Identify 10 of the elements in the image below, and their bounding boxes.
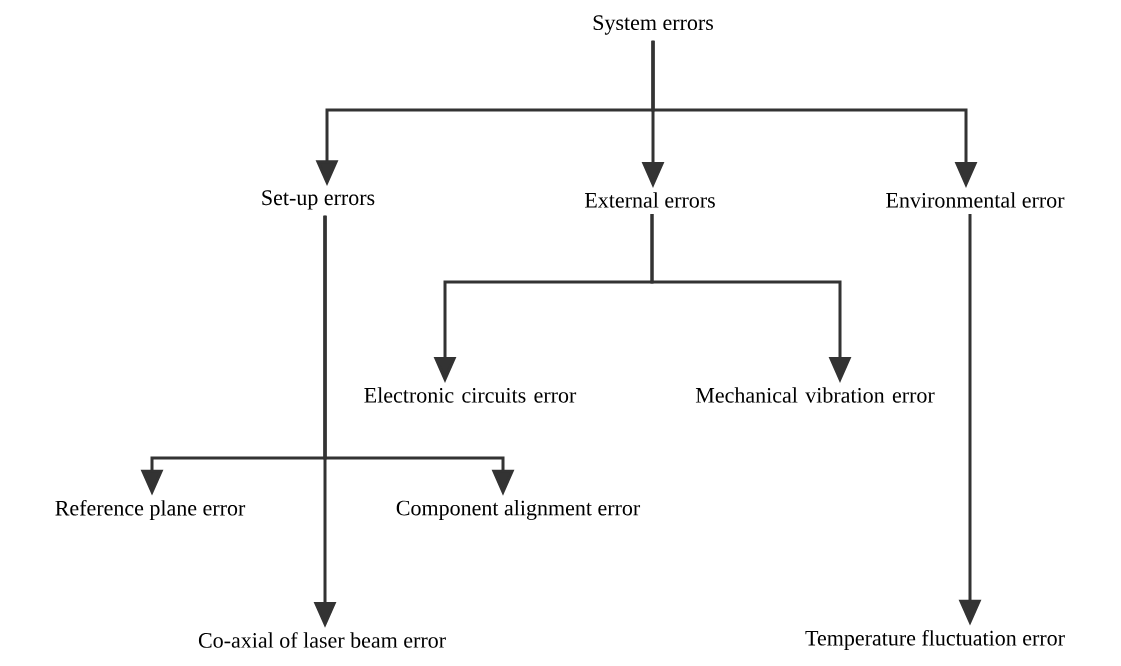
node-label: Temperature fluctuation error <box>805 629 1065 651</box>
node-label: Component alignment error <box>396 500 641 520</box>
node-label: System errors <box>593 15 713 35</box>
node-label: Co-axial of laser beam error <box>198 632 446 648</box>
node-label: Reference plane error <box>55 499 246 521</box>
node-label: External errors <box>584 192 715 208</box>
node-label: Electronic circuits error <box>364 387 577 403</box>
node-label: Set-up errors <box>262 190 375 210</box>
node-label: Mechanical vibration error <box>695 387 935 403</box>
node-label: Environmental error <box>886 192 1065 208</box>
